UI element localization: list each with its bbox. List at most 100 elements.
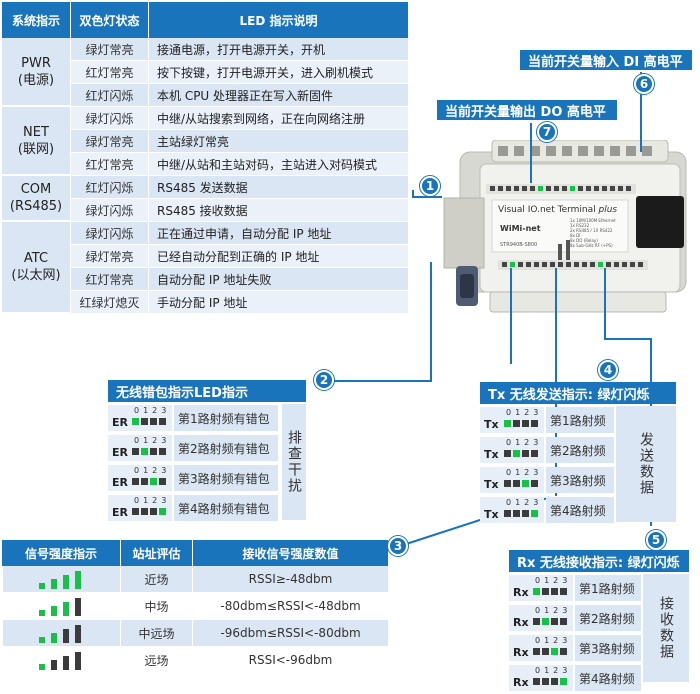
device-led bbox=[606, 262, 611, 267]
er-panel-title: 无线错包指示LED指示 bbox=[108, 380, 306, 402]
led-state: 红灯闪烁 bbox=[70, 84, 148, 107]
device-led bbox=[622, 262, 627, 267]
led-desc: 按下按键，打开电源开关，进入刷机模式 bbox=[148, 61, 408, 84]
signal-bars-cell bbox=[2, 620, 120, 647]
connector-2b bbox=[332, 380, 432, 382]
device-spec-line: 8x Sub-GHz RF (+PS) bbox=[570, 243, 613, 248]
led-desc: 中继/从站和主站对码，主站进入对码模式 bbox=[148, 153, 408, 176]
device-led bbox=[626, 186, 631, 191]
led-label: Tx bbox=[484, 478, 499, 491]
tx-side-label: 发送数据 bbox=[616, 406, 676, 522]
led-square bbox=[141, 448, 148, 455]
led-square bbox=[150, 418, 157, 425]
led-row-text: 第4路射频有错包 bbox=[174, 495, 278, 521]
led-square bbox=[551, 678, 558, 685]
led-square bbox=[531, 480, 538, 487]
system-subname: (RS485) bbox=[9, 199, 63, 214]
signal-value: RSSI≥-48dbm bbox=[192, 566, 388, 593]
led-square bbox=[533, 588, 540, 595]
device-spec-line: 1x RS232 bbox=[570, 223, 590, 228]
led-digits: 0123 bbox=[506, 408, 543, 417]
led-state: 绿灯闪烁 bbox=[70, 222, 148, 245]
system-subname: (以太网) bbox=[11, 268, 61, 283]
signal-bar bbox=[50, 579, 57, 589]
device-led bbox=[510, 262, 515, 267]
sig-header-eval: 站址评估 bbox=[120, 540, 192, 566]
system-group-3: ATC (以太网) bbox=[2, 222, 70, 314]
signal-row: 中远场-96dbm≤RSSI<-80dbm bbox=[2, 620, 388, 647]
signal-bar bbox=[50, 660, 57, 670]
signal-bar bbox=[62, 656, 69, 670]
led-square bbox=[504, 510, 511, 517]
header-desc: LED 指示说明 bbox=[148, 2, 408, 38]
led-row-text: 第4路射频 bbox=[575, 665, 641, 691]
led-square bbox=[531, 420, 538, 427]
signal-bar bbox=[74, 598, 81, 616]
led-desc: 已经自动分配到正确的 IP 地址 bbox=[148, 245, 408, 268]
device-illustration bbox=[443, 139, 687, 313]
led-square bbox=[531, 450, 538, 457]
led-row-text: 第2路射频有错包 bbox=[174, 435, 278, 461]
connector-7 bbox=[530, 123, 532, 183]
device-spec-line: 2x RS485 / 1X RS422 bbox=[570, 228, 613, 233]
led-row: 红灯常亮中继/从站和主站对码，主站进入对码模式 bbox=[2, 153, 408, 176]
system-name: PWR bbox=[21, 55, 51, 71]
callout-1: 1 bbox=[420, 176, 440, 196]
signal-strength-icon bbox=[38, 596, 85, 616]
system-name: ATC bbox=[23, 251, 49, 266]
led-state: 绿灯闪烁 bbox=[70, 199, 148, 222]
led-label: ER bbox=[112, 446, 128, 459]
led-row: 红灯常亮按下按键，打开电源开关，进入刷机模式 bbox=[2, 61, 408, 84]
led-label: Tx bbox=[484, 448, 499, 461]
signal-bar bbox=[62, 602, 69, 616]
device-led bbox=[546, 186, 551, 191]
signal-bar bbox=[74, 652, 81, 670]
led-square bbox=[551, 588, 558, 595]
system-group-1: NET(联网) bbox=[2, 107, 70, 176]
led-state: 红灯常亮 bbox=[70, 153, 148, 176]
device-image: Visual IO.net Terminal plus WiMi-net STR… bbox=[440, 139, 690, 318]
led-digits: 0123 bbox=[134, 406, 171, 415]
led-digits: 0123 bbox=[535, 666, 572, 675]
signal-strength-icon bbox=[38, 569, 85, 589]
rx-panel-title: Rx 无线接收指示: 绿灯闪烁 bbox=[509, 550, 689, 572]
led-square bbox=[522, 450, 529, 457]
connector-1b bbox=[412, 190, 414, 198]
led-row: 红灯常亮自动分配 IP 地址失败 bbox=[2, 268, 408, 291]
led-square bbox=[141, 478, 148, 485]
led-square bbox=[533, 678, 540, 685]
led-row-text: 第3路射频有错包 bbox=[174, 465, 278, 491]
led-square bbox=[522, 480, 529, 487]
led-row-text: 第1路射频有错包 bbox=[174, 405, 278, 431]
led-label: Tx bbox=[484, 508, 499, 521]
led-digits: 0123 bbox=[506, 498, 543, 507]
led-state: 红灯闪烁 bbox=[70, 176, 148, 199]
led-row: 绿灯闪烁正在通过申请，自动分配 IP 地址 bbox=[2, 222, 408, 245]
signal-bar bbox=[38, 664, 45, 670]
device-model: STR940B-S800 bbox=[500, 242, 538, 248]
led-label: Rx bbox=[513, 646, 529, 659]
device-led bbox=[610, 186, 615, 191]
led-square bbox=[522, 420, 529, 427]
device-spec-line: 1x 10M/100M Ethernet bbox=[570, 218, 616, 223]
led-state: 绿灯常亮 bbox=[70, 38, 148, 61]
er-side-label: 排查干扰 bbox=[282, 404, 306, 520]
led-square bbox=[522, 510, 529, 517]
signal-eval: 中场 bbox=[120, 593, 192, 620]
signal-eval: 近场 bbox=[120, 566, 192, 593]
callout-7: 7 bbox=[537, 122, 557, 142]
led-square bbox=[150, 478, 157, 485]
device-led bbox=[530, 186, 535, 191]
